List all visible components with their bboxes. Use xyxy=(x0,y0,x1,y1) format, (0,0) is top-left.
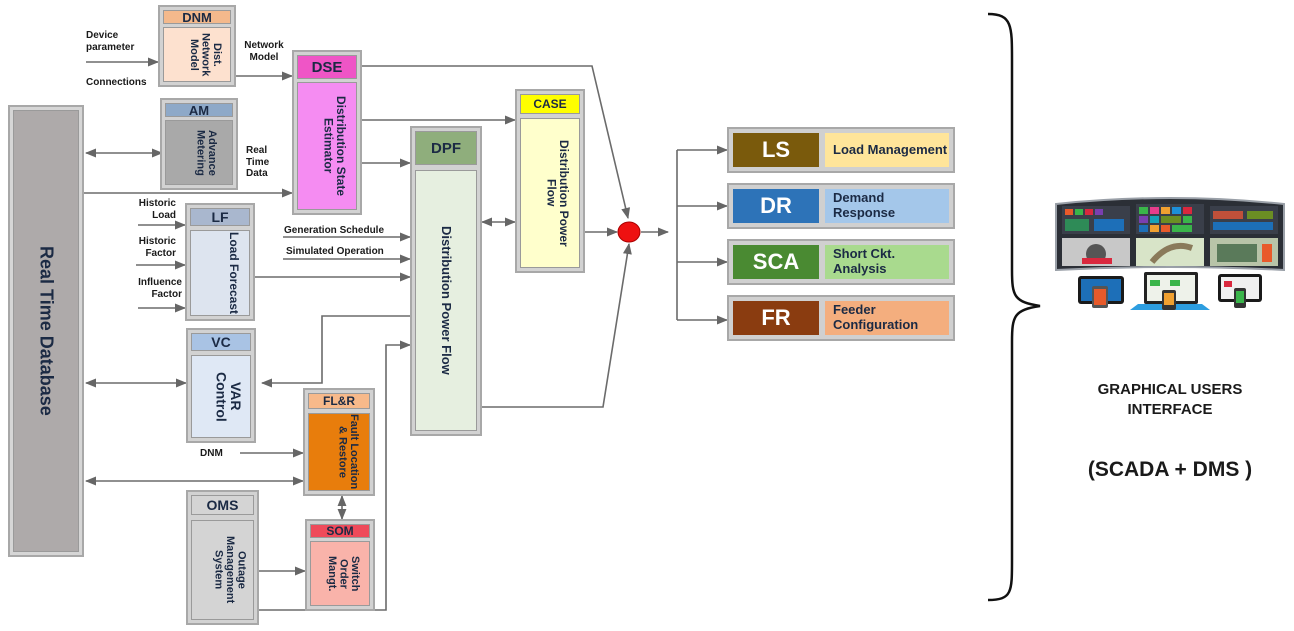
curly-brace xyxy=(987,12,1041,602)
real-time-database-block[interactable]: Real Time Database xyxy=(8,105,84,557)
som-block[interactable]: SOM Switch Order Mangt. xyxy=(305,519,375,611)
dse-block[interactable]: DSE Distribution State Estimator xyxy=(292,50,362,215)
vc-text: VAR Control xyxy=(213,371,244,422)
dnm-text: Dist. Network Model xyxy=(187,32,223,77)
app-fr-code: FR xyxy=(733,301,819,335)
label-connections: Connections xyxy=(86,77,147,88)
app-fr[interactable]: FR Feeder Configuration xyxy=(727,295,955,341)
case-header: CASE xyxy=(520,94,580,114)
app-sca[interactable]: SCA Short Ckt. Analysis xyxy=(727,239,955,285)
flr-text: Fault Location & Restore xyxy=(336,414,360,490)
flr-block[interactable]: FL&R Fault Location & Restore xyxy=(303,388,375,496)
am-block[interactable]: AM Advance Metering xyxy=(160,98,238,190)
real-time-database-label: Real Time Database xyxy=(36,246,57,416)
dpf-text: Distribution Power Flow xyxy=(438,226,454,375)
dse-header: DSE xyxy=(297,55,357,79)
label-network-model: Network Model xyxy=(244,40,284,63)
gui-title: GRAPHICAL USERS INTERFACE xyxy=(1050,380,1290,419)
dnm-header: DNM xyxy=(163,10,231,25)
vc-block[interactable]: VC VAR Control xyxy=(186,328,256,443)
gui-title-line2: INTERFACE xyxy=(1127,400,1213,418)
flr-header: FL&R xyxy=(308,393,370,409)
label-historic-load: Historic Load xyxy=(138,198,176,221)
app-sca-code: SCA xyxy=(733,245,819,279)
lf-text: Load Forecast xyxy=(227,231,241,315)
label-real-time-data: Real Time Data xyxy=(246,145,270,179)
app-sca-desc: Short Ckt. Analysis xyxy=(825,245,949,279)
lf-header: LF xyxy=(190,208,250,226)
am-header: AM xyxy=(165,103,233,118)
vc-header: VC xyxy=(191,333,251,351)
app-ls[interactable]: LS Load Management xyxy=(727,127,955,173)
dpf-header: DPF xyxy=(415,131,477,165)
am-text: Advance Metering xyxy=(194,129,218,176)
oms-text: Outage Management System xyxy=(212,536,248,604)
label-historic-factor: Historic Factor xyxy=(138,236,176,259)
label-influence-factor: Influence Factor xyxy=(138,277,182,300)
gui-subtitle: (SCADA + DMS ) xyxy=(1087,458,1253,481)
dse-text: Distribution State Estimator xyxy=(321,95,348,196)
label-simulated-operation: Simulated Operation xyxy=(286,246,384,257)
monitor-wall-devices-icon xyxy=(1052,192,1288,310)
som-header: SOM xyxy=(310,524,370,538)
case-text: Distribution Power Flow xyxy=(544,139,571,247)
junction-node xyxy=(617,221,641,243)
app-ls-desc: Load Management xyxy=(825,133,949,167)
dpf-block[interactable]: DPF Distribution Power Flow xyxy=(410,126,482,436)
app-ls-code: LS xyxy=(733,133,819,167)
oms-header: OMS xyxy=(191,495,254,515)
dnm-block[interactable]: DNM Dist. Network Model xyxy=(158,5,236,87)
app-dr-code: DR xyxy=(733,189,819,223)
app-fr-desc: Feeder Configuration xyxy=(825,301,949,335)
gui-title-line1: GRAPHICAL USERS xyxy=(1097,381,1243,398)
label-dnm-input: DNM xyxy=(200,448,223,459)
app-dr[interactable]: DR Demand Response xyxy=(727,183,955,229)
som-text: Switch Order Mangt. xyxy=(325,555,361,592)
oms-block[interactable]: OMS Outage Management System xyxy=(186,490,259,625)
lf-block[interactable]: LF Load Forecast xyxy=(185,203,255,321)
app-dr-desc: Demand Response xyxy=(825,189,949,223)
label-generation-schedule: Generation Schedule xyxy=(284,225,385,236)
label-device-parameter: Device parameter xyxy=(86,30,135,53)
case-block[interactable]: CASE Distribution Power Flow xyxy=(515,89,585,273)
